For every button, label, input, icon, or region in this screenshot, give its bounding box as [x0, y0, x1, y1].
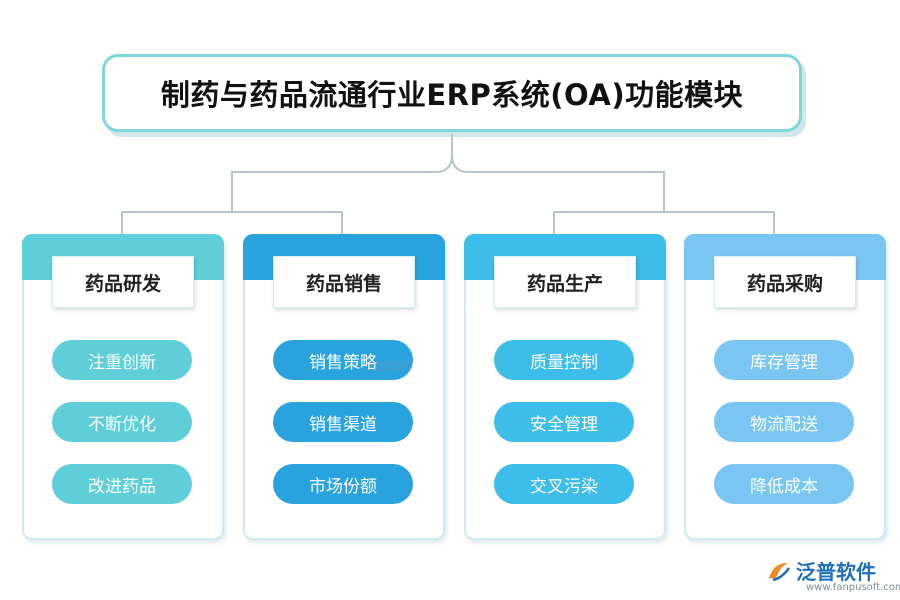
brand-name: 泛普软件 [796, 560, 876, 584]
module-item: 注重创新 [52, 340, 192, 380]
module-heading-label: 药品采购 [746, 272, 823, 295]
module-heading-label: 药品研发 [84, 272, 161, 295]
module-item: 质量控制 [494, 340, 634, 380]
module-card-sales: 药品销售 销售策略 销售渠道 市场份额 [243, 234, 445, 540]
module-item: 库存管理 [714, 340, 854, 380]
module-card-rnd: 药品研发 注重创新 不断优化 改进药品 [22, 234, 224, 540]
brand-logo: 泛普软件 www.fanpusoft.com [762, 556, 900, 596]
module-heading-label: 药品生产 [526, 272, 603, 295]
module-heading-label: 药品销售 [305, 272, 382, 295]
module-heading: 药品销售 [273, 256, 415, 308]
module-item: 物流配送 [714, 402, 854, 442]
brand-url: www.fanpusoft.com [806, 582, 900, 593]
module-item: 安全管理 [494, 402, 634, 442]
module-card-procurement: 药品采购 库存管理 物流配送 降低成本 [684, 234, 886, 540]
brand-logo-icon [769, 562, 791, 582]
module-item: 交叉污染 [494, 464, 634, 504]
module-heading: 药品生产 [494, 256, 636, 308]
connector-trunk [231, 134, 665, 212]
module-item: 不断优化 [52, 402, 192, 442]
title-box: 制药与药品流通行业ERP系统(OA)功能模块 [102, 54, 802, 132]
module-item: 降低成本 [714, 464, 854, 504]
module-item: 市场份额 [273, 464, 413, 504]
diagram-title: 制药与药品流通行业ERP系统(OA)功能模块 [160, 78, 744, 112]
module-item: 改进药品 [52, 464, 192, 504]
module-item: 销售策略 [273, 340, 413, 380]
connector-left-branch [121, 211, 343, 234]
module-heading: 药品采购 [714, 256, 856, 308]
module-item: 销售渠道 [273, 402, 413, 442]
connector-right-branch [553, 211, 775, 234]
module-heading: 药品研发 [52, 256, 194, 308]
module-card-production: 药品生产 质量控制 安全管理 交叉污染 [464, 234, 666, 540]
watermark: 泛普软件 [368, 360, 412, 373]
